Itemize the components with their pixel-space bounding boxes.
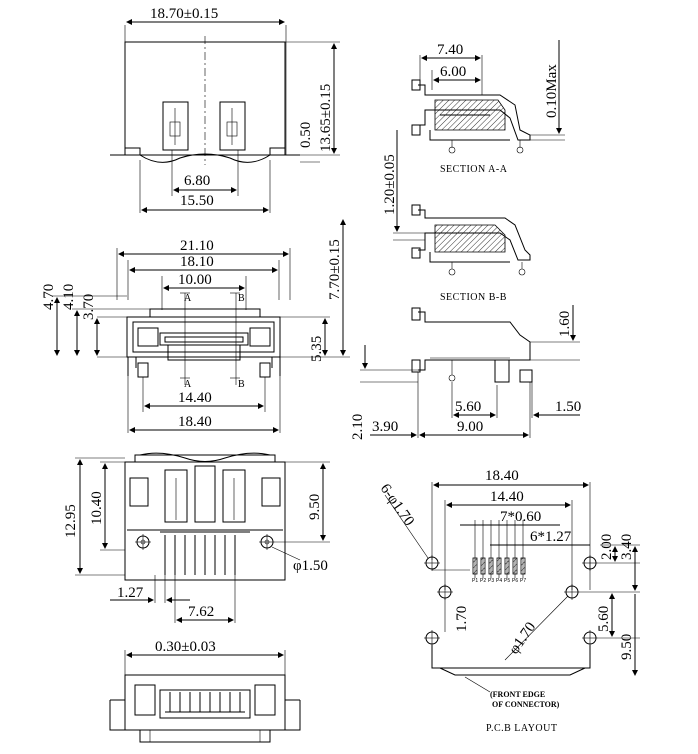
slot-pitch-dim: 6.80 — [184, 173, 210, 189]
bb-height-dim: 1.20±0.05 — [382, 154, 398, 215]
tab-offset-dim: 0.50 — [298, 122, 314, 148]
pcb-pads — [472, 557, 526, 575]
section-bb-caption: SECTION B-B — [440, 292, 507, 303]
side-w560-dim: 5.60 — [455, 399, 481, 415]
side-w390-dim: 3.90 — [372, 419, 398, 435]
pcb-v170-dim: 1.70 — [454, 606, 470, 632]
bottom-span-dim: 7.62 — [188, 604, 214, 620]
total-height-dim: 7.70±0.15 — [327, 239, 343, 300]
outer-width-dim: 21.10 — [180, 238, 214, 254]
section-bb: 1.20±0.05 SECTION B-B — [382, 130, 531, 303]
pin-label-p6: P6 — [512, 578, 518, 584]
pin-label-p2: P2 — [480, 578, 486, 584]
pcb-v950-dim: 9.50 — [619, 634, 635, 660]
pcb-holes-dim: 6-φ1.70 — [377, 481, 417, 529]
pcb-w1440-dim: 14.40 — [490, 489, 524, 505]
pin-label-p7: P7 — [520, 578, 526, 584]
aa-max-dim: 0.10Max — [544, 64, 560, 118]
label-b-top: B — [238, 293, 245, 304]
aa-w1-dim: 7.40 — [437, 42, 463, 58]
base-width-dim: 15.50 — [180, 193, 214, 209]
bottom-h-total-dim: 12.95 — [63, 504, 79, 538]
pcb-pads-b-dim: 6*1.27 — [530, 529, 572, 545]
side-w900-dim: 9.00 — [457, 419, 483, 435]
front-base-width-dim: 18.40 — [178, 414, 212, 430]
pcb-layout: 18.40 14.40 7*0.60 6*1.27 P1 P2 P3 P4 P5… — [377, 468, 640, 734]
aa-w2-dim: 6.00 — [440, 64, 466, 80]
side-w150-dim: 1.50 — [555, 399, 581, 415]
pcb-v560-dim: 5.60 — [596, 606, 612, 632]
pin-label-p4: P4 — [496, 578, 502, 584]
end-view: 0.30±0.03 — [109, 639, 301, 743]
bottom-h-right-dim: 9.50 — [307, 494, 323, 520]
side-h-right-dim: 1.60 — [557, 311, 573, 337]
pcb-pads-a-dim: 7*0.60 — [500, 509, 541, 525]
pin-label-p3: P3 — [488, 578, 494, 584]
height-470-dim: 4.70 — [41, 284, 57, 310]
section-aa-caption: SECTION A-A — [440, 164, 508, 175]
bottom-hole-dia-dim: φ1.50 — [293, 558, 328, 574]
bottom-pitch-dim: 1.27 — [117, 585, 144, 601]
pcb-layout-caption: P.C.B LAYOUT — [486, 723, 557, 734]
bottom-h-body-dim: 10.40 — [89, 491, 105, 525]
front-edge-line1: (FRONT EDGE — [490, 690, 545, 699]
opening-height-dim: 5.35 — [309, 336, 325, 362]
section-aa: 7.40 6.00 0.10Max SECTION A-A — [411, 40, 565, 175]
label-a-top: A — [184, 293, 192, 304]
end-pins — [165, 692, 245, 713]
end-thickness-dim: 0.30±0.03 — [155, 639, 216, 655]
inner-width-dim: 18.10 — [180, 254, 214, 270]
pcb-hole-dia-dim: φ1.70 — [506, 620, 539, 658]
pin-label-p5: P5 — [504, 578, 510, 584]
pin-span-dim: 14.40 — [178, 390, 212, 406]
bottom-view: 12.95 10.40 9.50 φ1.50 1.27 7.62 — [63, 452, 330, 623]
front-edge-line2: OF CONNECTOR) — [492, 700, 560, 709]
opening-width-dim: 10.00 — [178, 272, 212, 288]
front-view: 21.10 18.10 10.00 A B 4.70 4.10 3.70 — [41, 219, 350, 433]
top-height-dim: 13.65±0.15 — [318, 84, 334, 152]
pcb-v200-dim: 2.00 — [599, 534, 615, 560]
height-370-dim: 3.70 — [81, 294, 97, 320]
pcb-v340-dim: 3.40 — [619, 534, 635, 560]
top-view: 18.70±0.15 6.80 15.50 13.65±0.15 0.50 — [110, 6, 340, 213]
top-width-dim: 18.70±0.15 — [150, 6, 218, 22]
pin-label-p1: P1 — [472, 578, 478, 584]
side-view: 1.60 2.10 5.60 1.50 3.90 9.00 — [350, 305, 581, 440]
label-a-bottom: A — [184, 379, 192, 390]
label-b-bottom: B — [238, 379, 245, 390]
pcb-w1840-dim: 18.40 — [485, 468, 519, 484]
side-h-left-dim: 2.10 — [350, 414, 366, 440]
height-410-dim: 4.10 — [61, 284, 77, 310]
